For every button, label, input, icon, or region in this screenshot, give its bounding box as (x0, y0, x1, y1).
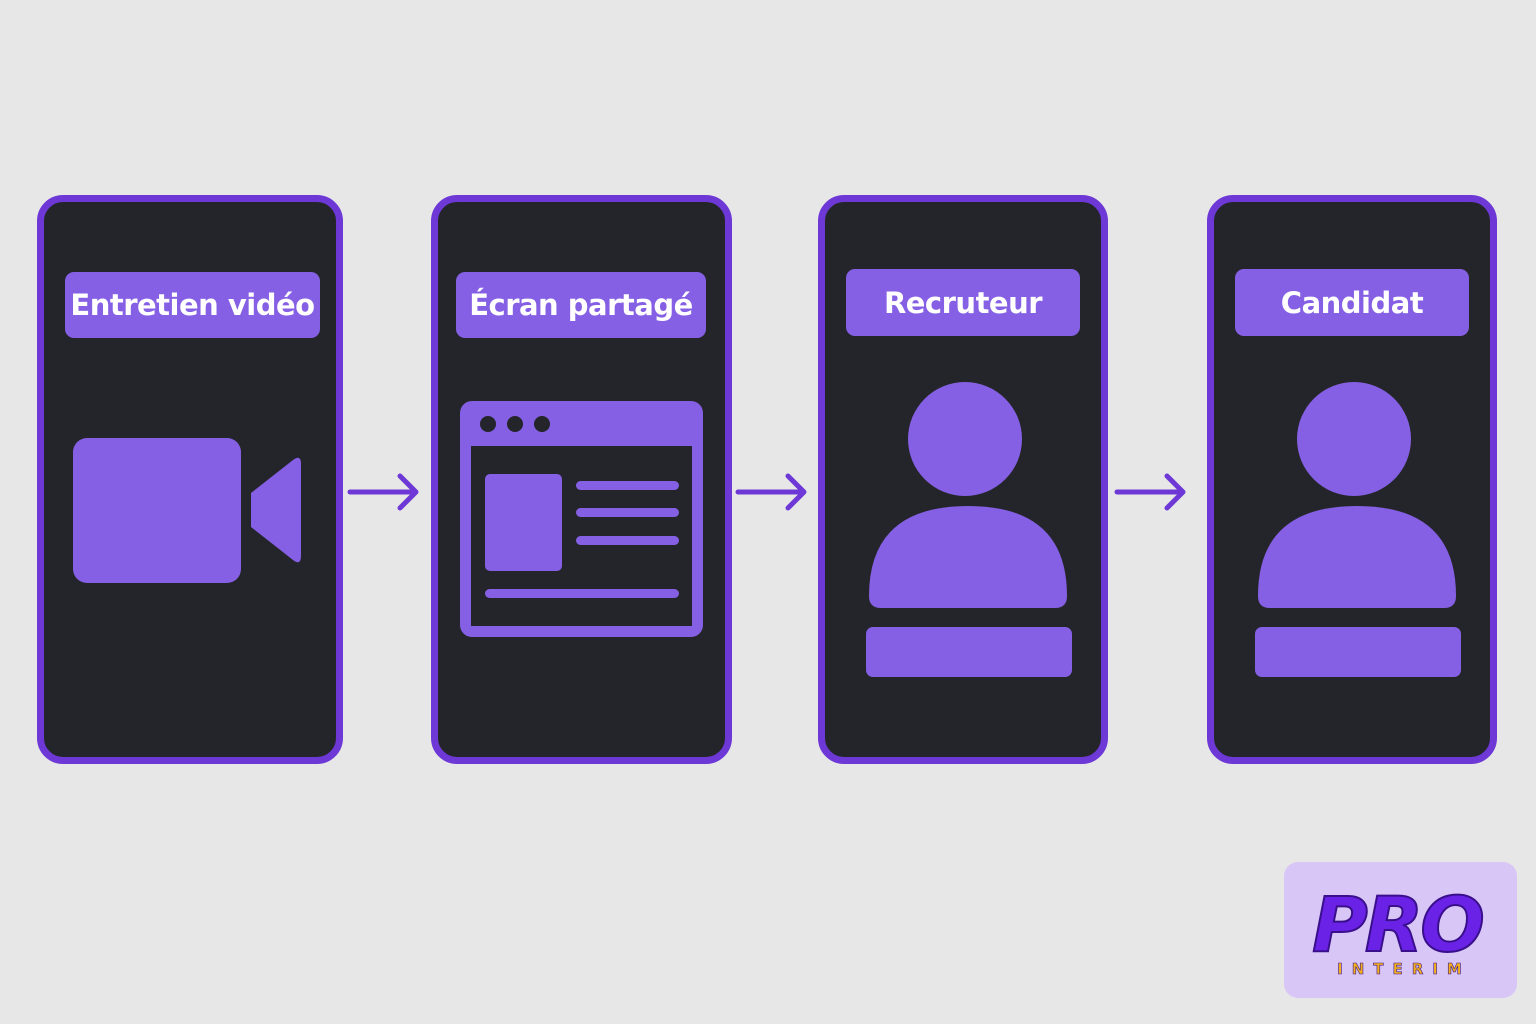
shared-screen-window-icon (460, 401, 703, 637)
arrow-right-icon (1114, 473, 1186, 511)
step-panel-shared-screen: Écran partagé (431, 195, 732, 764)
logo-tagline-text: INTERIM (1337, 960, 1471, 978)
step-panel-recruiter: Recruteur (818, 195, 1108, 764)
arrow-right-icon (735, 473, 807, 511)
person-icon (1255, 382, 1461, 677)
step-label: Écran partagé (456, 272, 706, 338)
pro-interim-logo: PRO INTERIM (1284, 862, 1517, 998)
step-label: Candidat (1235, 269, 1469, 336)
step-label: Recruteur (846, 269, 1080, 336)
step-label: Entretien vidéo (65, 272, 320, 338)
step-panel-candidate: Candidat (1207, 195, 1497, 764)
person-icon (866, 382, 1072, 677)
step-panel-video-interview: Entretien vidéo (37, 195, 343, 764)
arrow-right-icon (347, 473, 419, 511)
video-camera-icon (73, 438, 301, 583)
logo-brand-text: PRO (1312, 880, 1482, 969)
